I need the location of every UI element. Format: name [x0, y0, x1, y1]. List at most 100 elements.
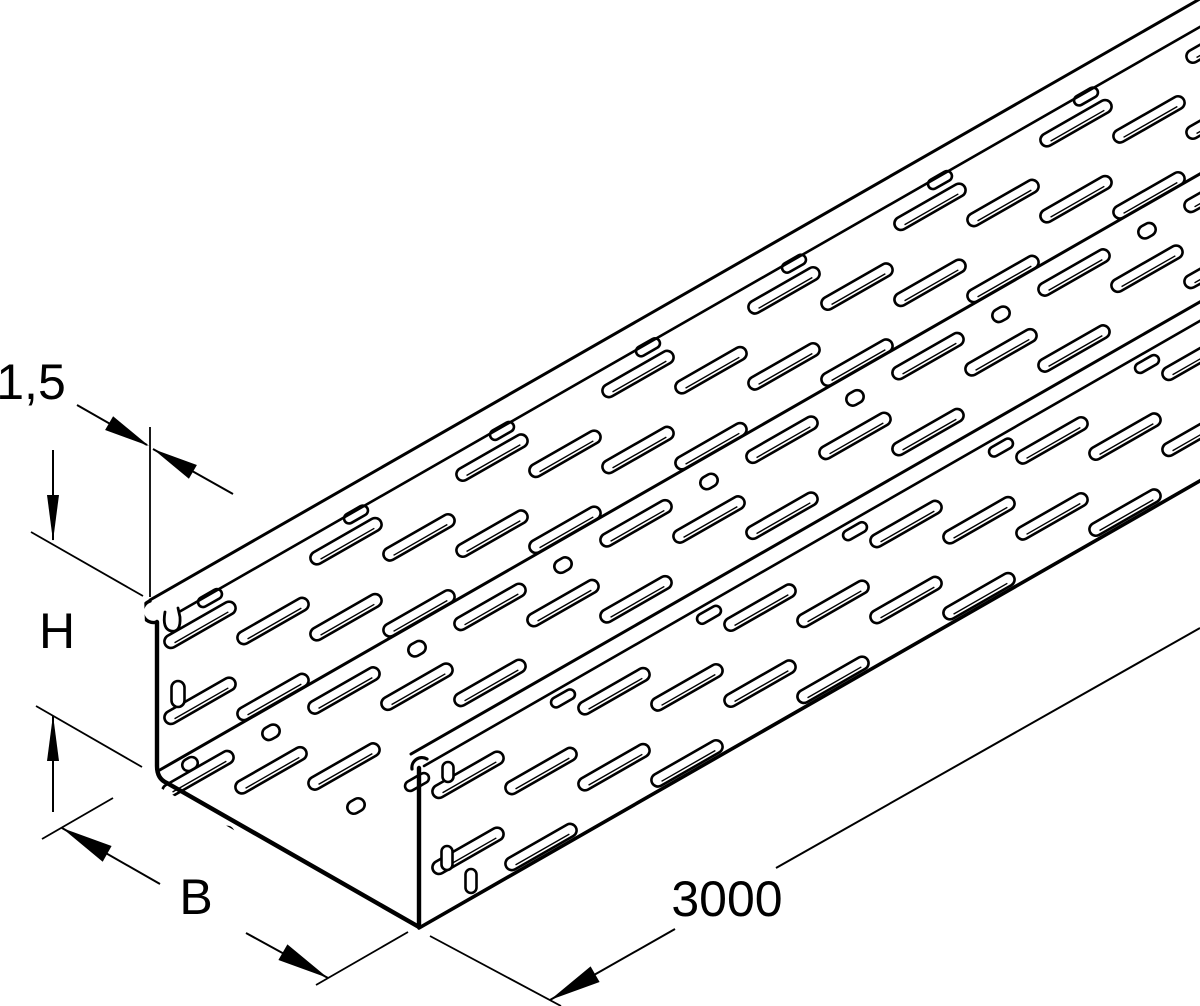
wall-bottom-junction-edge: [156, 169, 1200, 773]
perforation-slot: [699, 472, 719, 491]
dim-height: H: [30, 450, 144, 812]
perforation-slot: [455, 509, 529, 559]
far-rim-inner-edge: [170, 22, 1200, 618]
perforation-slot: [431, 750, 505, 800]
perforation-slot: [747, 265, 821, 315]
perforation-slot: [1088, 488, 1162, 538]
perforation-slot: [674, 421, 748, 471]
perforation-slot: [780, 253, 808, 274]
perforation-slot: [845, 388, 865, 407]
thickness-arrowhead-upper: [105, 416, 149, 446]
dim-length: 3000: [429, 627, 1200, 1006]
perforation-slot: [964, 327, 1038, 377]
perforation-slot: [599, 574, 673, 624]
height-arrowhead-top: [47, 495, 59, 541]
perforation-slot: [601, 425, 675, 475]
perforation-slot: [1112, 94, 1186, 144]
perforation-slot: [261, 723, 281, 742]
perforation-slot: [163, 676, 237, 726]
width-arrowhead-right: [278, 944, 328, 978]
far-rim-curl-tongue: [162, 606, 182, 633]
perforation-slot: [161, 749, 235, 799]
perforation-slot: [674, 345, 748, 395]
perforation-pattern: [161, 15, 1200, 895]
perforation-slot: [453, 658, 527, 708]
perforation-slot: [549, 688, 577, 709]
perforation-slot: [942, 571, 1016, 621]
perforation-slot: [440, 844, 454, 872]
length-dim-line-upper: [775, 627, 1200, 869]
perforation-slot: [577, 742, 651, 792]
perforation-slot: [453, 582, 527, 632]
perforation-slot: [380, 662, 454, 712]
perforation-slot: [1185, 15, 1200, 65]
perforation-slot: [161, 825, 235, 875]
perforation-slot: [869, 575, 943, 625]
perforation-slot: [553, 556, 573, 575]
length-label: 3000: [671, 871, 782, 927]
perforation-slot: [1161, 332, 1200, 382]
perforation-slot: [891, 407, 965, 457]
perforation-slot: [1039, 98, 1113, 148]
perforation-slot: [650, 662, 724, 712]
perforation-slot: [526, 578, 600, 628]
perforation-slot: [723, 583, 797, 633]
perforation-slot: [342, 504, 370, 525]
perforation-slot: [1112, 170, 1186, 220]
perforation-slot: [488, 420, 516, 442]
perforation-slot: [818, 411, 892, 461]
perforation-slot: [528, 429, 602, 479]
perforation-slot: [650, 738, 724, 788]
perforation-slot: [695, 604, 723, 626]
perforation-slot: [1185, 91, 1200, 141]
width-label: B: [179, 869, 212, 925]
front-cross-section-edge: [154, 619, 422, 930]
perforation-slot: [455, 433, 529, 483]
perforation-slot: [966, 254, 1040, 304]
perforation-slot: [991, 305, 1011, 324]
near-rim-front-cap: [410, 756, 429, 771]
near-rim-outer-edge: [409, 297, 1200, 756]
perforation-slot: [1133, 353, 1161, 375]
width-arrowhead-left: [62, 828, 112, 862]
perforation-slot: [1039, 174, 1113, 224]
perforation-slot: [820, 338, 894, 388]
far-rim-curl: [144, 599, 159, 625]
perforation-slot: [382, 512, 456, 562]
perforation-slot: [820, 262, 894, 312]
perforation-slot: [407, 639, 427, 658]
perforation-slot: [672, 495, 746, 544]
perforation-slot: [599, 498, 673, 548]
perforation-slot: [307, 666, 381, 715]
perforation-slot: [841, 520, 869, 542]
width-extension-line-left: [41, 797, 114, 840]
dim-width: B: [41, 797, 409, 986]
perforation-slot: [309, 592, 383, 642]
perforation-slot: [504, 822, 578, 872]
perforation-slot: [464, 867, 478, 895]
thickness-arrowhead-lower: [153, 449, 197, 479]
perforation-slot: [1183, 240, 1200, 290]
perforation-slot: [966, 178, 1040, 228]
near-rim-inner-edge: [422, 316, 1200, 768]
length-extension-line: [429, 935, 562, 1006]
perforation-slot: [987, 437, 1015, 458]
perforation-slot: [893, 258, 967, 308]
perforation-slot: [1183, 164, 1200, 214]
perforation-slot: [577, 666, 651, 716]
perforation-slot: [926, 169, 954, 191]
perforation-slot: [893, 182, 967, 232]
perforation-slot: [346, 796, 366, 816]
height-label: H: [39, 603, 75, 659]
height-arrowhead-bottom: [47, 715, 59, 761]
perforation-slot: [747, 341, 821, 391]
perforation-slot: [441, 760, 455, 784]
perforation-slot: [1088, 412, 1162, 462]
dim-thickness: 1,5: [0, 354, 234, 597]
perforation-slot: [942, 495, 1016, 545]
perforation-slot: [796, 655, 870, 705]
width-extension-line-right: [315, 931, 409, 986]
perforation-slot: [528, 505, 602, 555]
